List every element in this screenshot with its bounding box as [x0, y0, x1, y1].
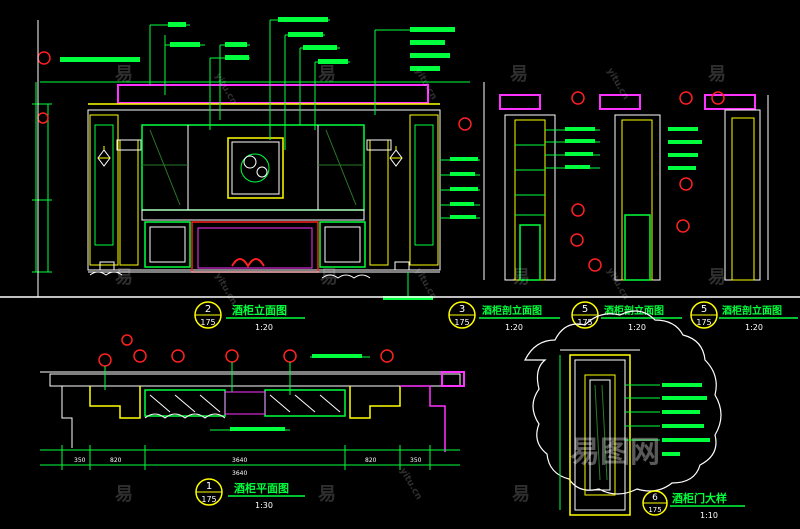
title-text: 酒柜平面图	[234, 481, 289, 495]
title-door-detail: 6 175 酒柜门大样 1:10	[642, 490, 745, 520]
title-front-elevation: 2 175 酒柜立面图 1:20	[194, 301, 305, 332]
title-sheet: 175	[200, 318, 215, 327]
title-section-a: 3 175 酒柜剖立面图 1:20	[448, 301, 560, 332]
title-number: 3	[459, 304, 465, 315]
svg-text:易: 易	[708, 267, 726, 288]
svg-text:易: 易	[318, 64, 336, 85]
title-number: 5	[582, 304, 588, 315]
watermark: 易 易 易 易 易 易 易 易 易 易 易 yitu.cn yitu.cn yi…	[115, 64, 726, 505]
plan-dim-1: 350	[74, 457, 86, 464]
section-elevation-a	[483, 82, 602, 281]
title-sheet: 175	[696, 318, 711, 327]
svg-text:易: 易	[115, 484, 133, 505]
title-section-b: 5 175 酒柜剖立面图 1:20	[571, 301, 682, 332]
title-scale: 1:20	[745, 323, 763, 332]
svg-text:易: 易	[512, 267, 530, 288]
plan-dim-3: 3640	[232, 457, 247, 464]
plan-view: 350 820 3640 820 350 3640	[40, 334, 465, 477]
title-text: 酒柜剖立面图	[482, 304, 542, 317]
title-scale: 1:30	[255, 501, 273, 510]
section-elevation-c	[704, 91, 769, 281]
plan-dim-2: 820	[110, 457, 122, 464]
svg-text:易: 易	[115, 267, 133, 288]
svg-text:易: 易	[510, 64, 528, 85]
svg-text:易: 易	[708, 64, 726, 85]
title-text: 酒柜立面图	[232, 303, 287, 317]
title-sheet: 175	[648, 506, 661, 514]
title-scale: 1:20	[628, 323, 646, 332]
front-elevation	[32, 17, 480, 300]
watermark-brand: 易图网	[570, 435, 660, 470]
svg-text:yitu.cn: yitu.cn	[604, 67, 630, 102]
title-sheet: 175	[201, 495, 216, 504]
title-text: 酒柜门大样	[672, 491, 727, 505]
door-detail	[524, 310, 722, 516]
title-sheet: 175	[577, 318, 592, 327]
plan-dim-4: 820	[365, 457, 377, 464]
title-number: 5	[701, 304, 707, 315]
title-plan: 1 175 酒柜平面图 1:30	[195, 478, 305, 510]
plan-dim-total: 3640	[232, 470, 247, 477]
plan-dim-5: 350	[410, 457, 422, 464]
svg-text:易: 易	[115, 64, 133, 85]
title-section-c: 5 175 酒柜剖立面图 1:20	[690, 301, 798, 332]
svg-text:yitu.cn: yitu.cn	[397, 467, 423, 502]
title-scale: 1:10	[700, 511, 718, 520]
section-elevation-b	[599, 91, 702, 281]
svg-text:yitu.cn: yitu.cn	[212, 72, 238, 107]
title-number: 6	[652, 493, 658, 503]
title-sheet: 175	[454, 318, 469, 327]
title-number: 2	[205, 304, 211, 315]
title-scale: 1:20	[505, 323, 523, 332]
title-number: 1	[206, 481, 212, 492]
svg-text:易: 易	[320, 267, 338, 288]
svg-text:易: 易	[318, 484, 336, 505]
title-scale: 1:20	[255, 323, 273, 332]
svg-text:易: 易	[512, 484, 530, 505]
title-text: 酒柜剖立面图	[722, 304, 782, 317]
svg-text:yitu.cn: yitu.cn	[212, 272, 238, 307]
